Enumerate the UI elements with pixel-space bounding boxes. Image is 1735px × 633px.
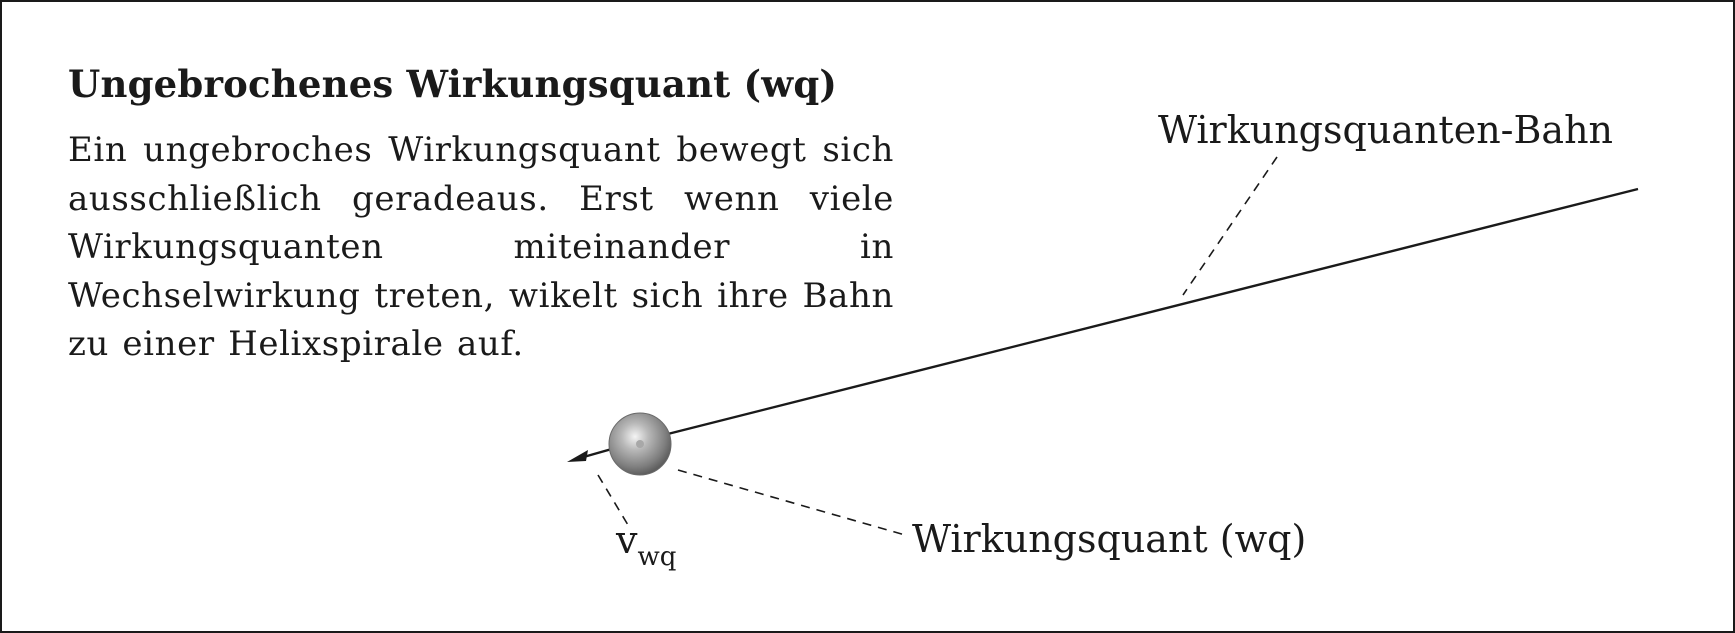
velocity-label: vwq [615,518,676,572]
path-label: Wirkungsquanten-Bahn [1158,108,1613,152]
velocity-arrowhead [567,450,588,462]
velocity-subscript: wq [637,542,676,572]
figure-title: Ungebrochenes Wirkungsquant (wq) [68,62,838,106]
velocity-leader-line [597,474,629,526]
quantum-leader-line [677,469,906,536]
quantum-sphere-center [636,440,644,448]
quantum-label: Wirkungsquant (wq) [912,517,1306,561]
velocity-symbol: v [615,518,638,562]
path-leader-line [1182,156,1278,296]
figure-description: Ein ungebroches Wirkungsquant bewegt sic… [68,130,894,364]
quantum-path-line [639,187,1639,443]
